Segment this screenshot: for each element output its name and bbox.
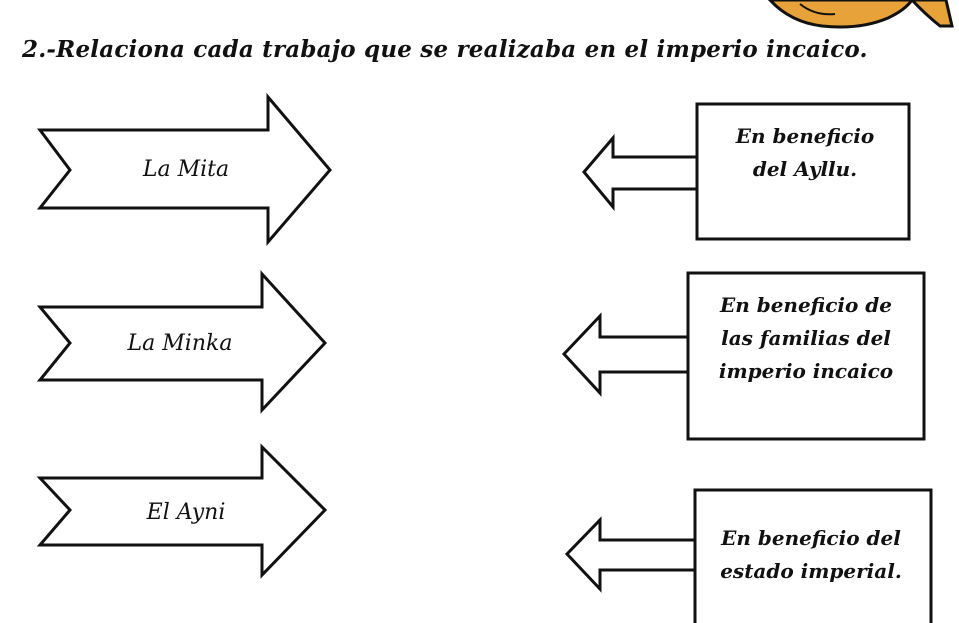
cartoon-illustration (767, 0, 954, 29)
beneficiary-text-familias: En beneficio de las familias del imperio… (719, 289, 893, 388)
beneficiary-text-estado: En beneficio del estado imperial. (720, 522, 902, 588)
beneficiary-3-line-2: estado imperial. (720, 559, 902, 583)
work-label-minka: La Minka (127, 331, 233, 356)
beneficiary-2-line-3: imperio incaico (718, 359, 894, 383)
work-label-ayni: El Ayni (146, 500, 226, 525)
beneficiary-arrow-1 (582, 133, 699, 212)
beneficiary-arrow-2 (561, 312, 690, 397)
exercise-title: 2.-Relaciona cada trabajo que se realiza… (22, 36, 868, 63)
work-arrow-1 (36, 92, 332, 247)
beneficiary-3-line-1: En beneficio del (721, 526, 901, 550)
beneficiary-1-line-1: En beneficio (735, 124, 875, 148)
work-label-mita: La Mita (142, 157, 230, 182)
beneficiary-1-line-2: del Ayllu. (752, 157, 858, 181)
beneficiary-text-ayllu: En beneficio del Ayllu. (736, 120, 874, 186)
work-arrow-3 (36, 443, 328, 579)
beneficiary-arrow-3 (564, 516, 697, 593)
beneficiary-2-line-2: las familias del (721, 326, 891, 350)
work-arrow-2 (36, 270, 328, 414)
beneficiary-2-line-1: En beneficio de (719, 293, 893, 317)
